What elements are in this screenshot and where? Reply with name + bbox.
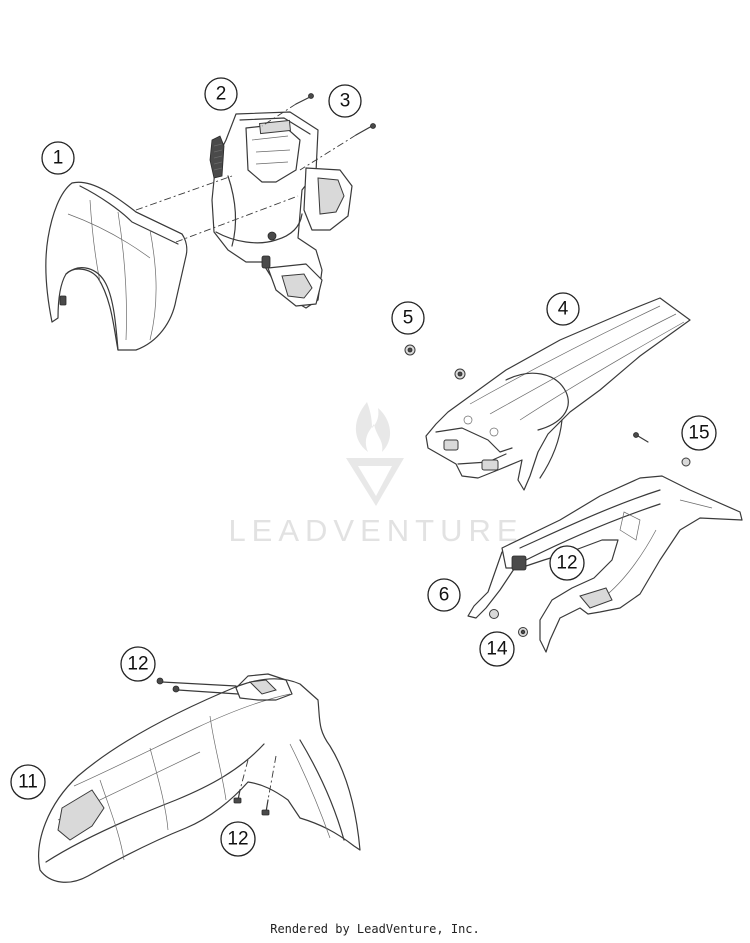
nuts-5: [404, 344, 466, 380]
callout-12-front-bottom-label: 12: [227, 829, 248, 850]
callout-4-label: 4: [558, 299, 569, 320]
callout-5-label: 5: [403, 308, 414, 329]
callout-3: 3: [328, 84, 362, 118]
rear-fender: [467, 475, 743, 653]
headlight-bracket: [209, 111, 353, 309]
callout-1: 1: [41, 141, 75, 175]
footer-credit: Rendered by LeadVenture, Inc.: [270, 922, 480, 936]
callout-12-front-top-label: 12: [127, 654, 148, 675]
callout-14-label: 14: [486, 639, 508, 660]
callout-15: 15: [681, 415, 717, 451]
bracket-screws: [135, 93, 376, 243]
callout-11: 11: [10, 764, 46, 800]
callout-6: 6: [427, 578, 461, 612]
callout-12-front-bottom: 12: [220, 821, 256, 857]
callout-3-label: 3: [340, 91, 351, 112]
fasteners-14-15: [489, 432, 691, 637]
watermark: LEADVENTURE: [228, 402, 523, 548]
callout-12-rear: 12: [549, 545, 585, 581]
callout-6-label: 6: [439, 585, 450, 606]
callout-14: 14: [479, 631, 515, 667]
callout-4: 4: [546, 292, 580, 326]
callout-1-label: 1: [53, 148, 64, 169]
callout-2-label: 2: [216, 84, 227, 105]
callout-12-rear-label: 12: [556, 553, 577, 574]
leadventure-logo-icon: [346, 402, 404, 506]
callout-15-label: 15: [688, 423, 709, 444]
callout-11-label: 11: [18, 772, 38, 793]
fender-screws-12: [156, 677, 277, 816]
headlight-mask: [45, 181, 188, 351]
front-fender: [38, 673, 361, 883]
callout-5: 5: [391, 301, 425, 335]
watermark-text: LEADVENTURE: [228, 513, 523, 548]
callout-12-front-top: 12: [120, 646, 156, 682]
callout-2: 2: [204, 77, 238, 111]
seat-panel: [425, 297, 691, 491]
